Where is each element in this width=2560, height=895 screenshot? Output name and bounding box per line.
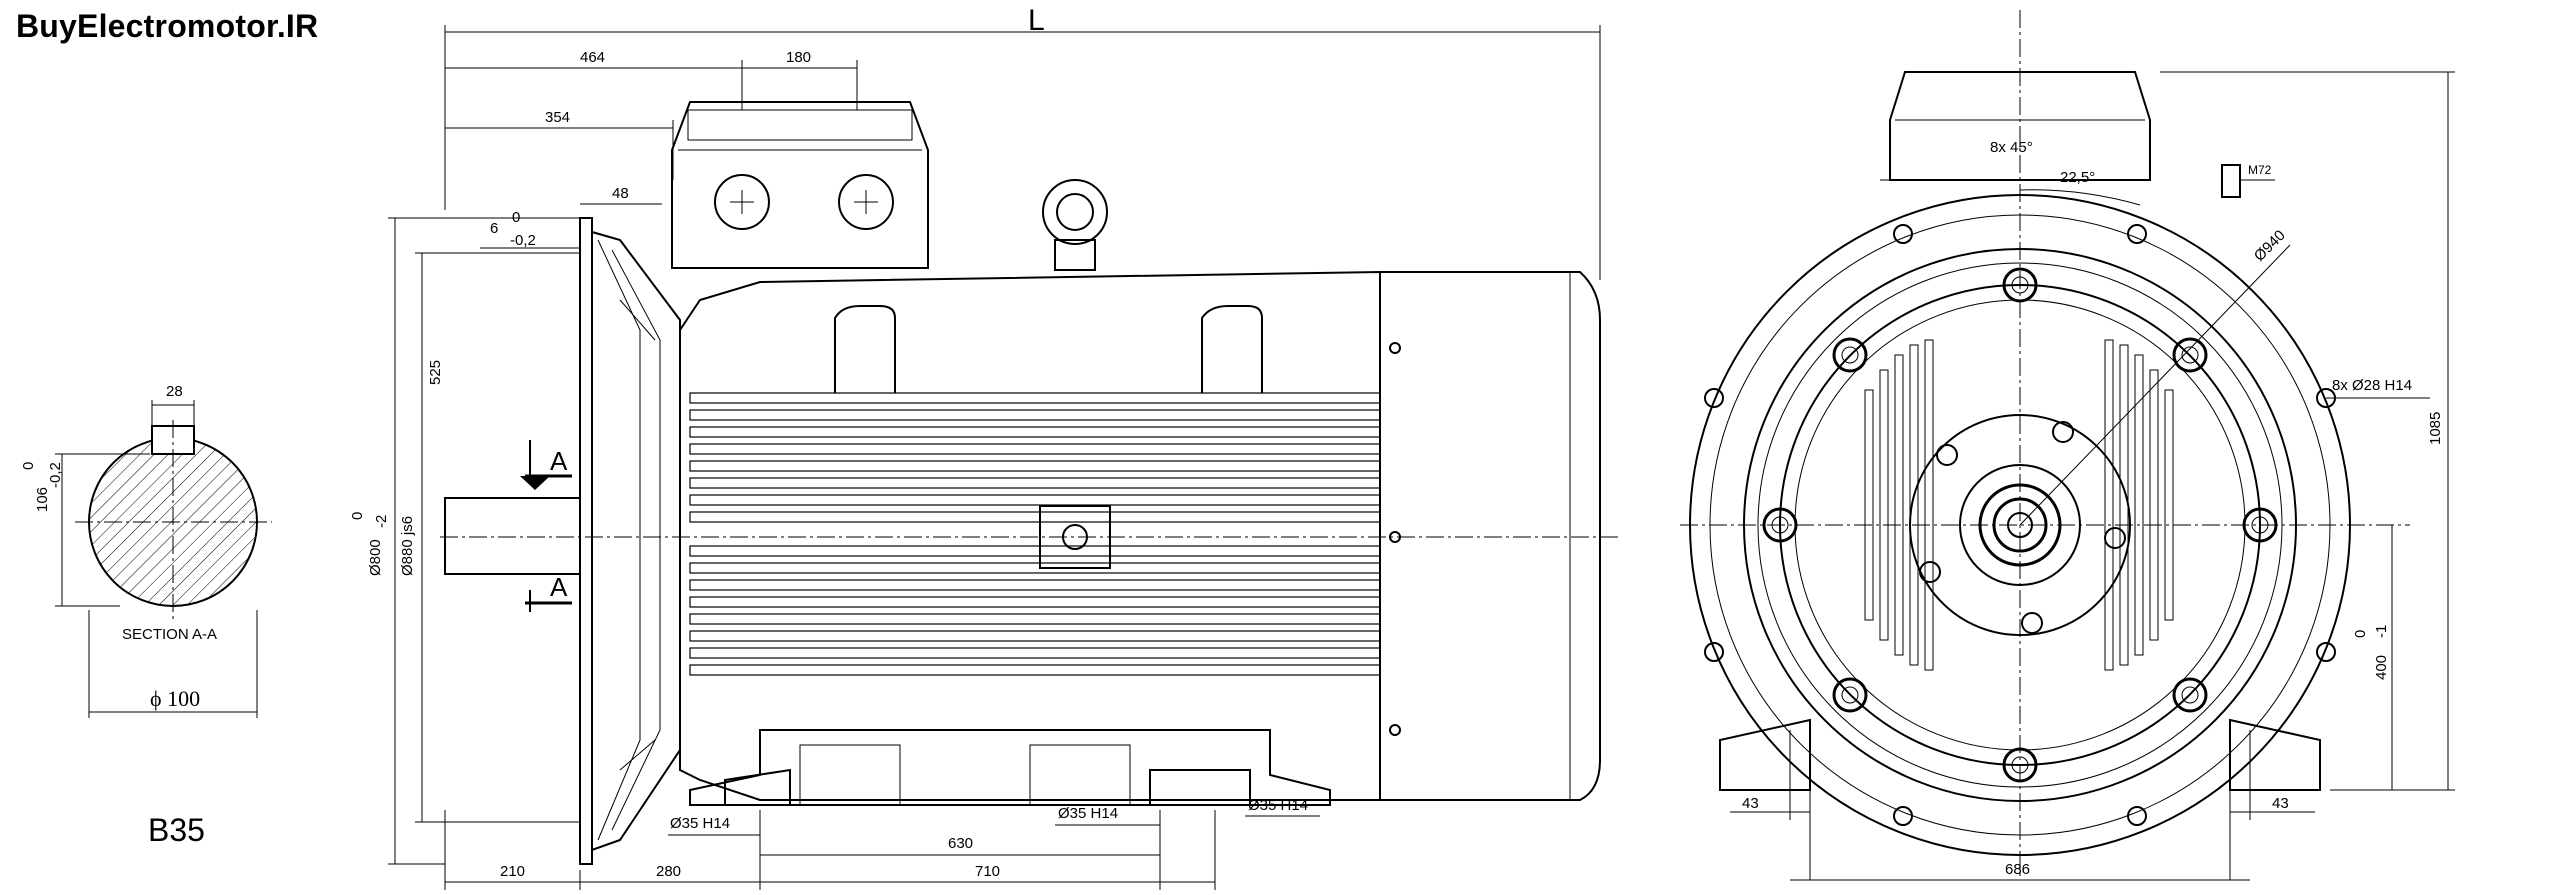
dim-710: 710 (975, 863, 1000, 880)
section-mark-top: A (550, 446, 568, 476)
fan-cover (1379, 271, 1601, 801)
shaft (444, 497, 581, 575)
shaft-height-tol-m1: -1 (2373, 625, 2390, 638)
foot-left-dim: 43 (1742, 795, 1759, 812)
radial-ribs (1864, 339, 2174, 671)
terminal-box (671, 101, 929, 269)
dim-6-tol-neg: -0,2 (510, 232, 536, 249)
flange-bolt-holes (1704, 224, 2336, 826)
foot-left (1719, 718, 1811, 791)
dim-630: 630 (948, 835, 973, 852)
flange-d800: Ø800 (367, 539, 384, 576)
dim-48: 48 (612, 185, 629, 202)
flange-tol-0: 0 (349, 512, 366, 520)
bearing-hub (1909, 414, 2131, 636)
flange-tol-minus2: -2 (373, 515, 390, 528)
cable-gland-left (714, 174, 770, 230)
dim-354: 354 (545, 109, 570, 126)
motor-body (679, 270, 1381, 801)
cable-gland-right (838, 174, 894, 230)
bolt-pattern-label: 8x 45° (1990, 139, 2033, 156)
brand-logo-text: BuyElectromotor.IR (16, 8, 319, 44)
section-diameter-dim: ϕ 100 (150, 686, 200, 711)
shaft-height-dim: 400 (2373, 655, 2390, 680)
dim-6: 6 (490, 220, 498, 237)
mounting-type-label: B35 (148, 812, 205, 848)
angle-label: 22,5° (2060, 169, 2095, 186)
cooling-fins (689, 392, 1381, 676)
pcd-label: Ø940 (2251, 227, 2289, 265)
hole-label-2: Ø35 H14 (1058, 805, 1118, 822)
key-width-dim: 28 (166, 383, 183, 400)
side-view: L 464 180 354 48 6 0 -0,2 525 0 (349, 4, 1620, 890)
foot-right (2229, 718, 2321, 791)
section-a-a: 28 106 0 -0,2 SECTION A-A ϕ 100 (20, 383, 272, 718)
dim-464: 464 (580, 49, 605, 66)
motor-feet (689, 729, 1331, 806)
flange-outer (1689, 194, 2351, 856)
length-label: L (1028, 4, 1045, 37)
front-view: 8x 45° 22,5° M72 Ø940 8x Ø28 H14 1085 40… (1680, 10, 2455, 881)
flange-d880: Ø880 js6 (399, 516, 416, 576)
thread-label: M72 (2248, 163, 2272, 177)
section-mark-bottom: A (550, 572, 568, 602)
flange-plate (579, 217, 593, 865)
shaft-height-tol-0: 0 (2352, 630, 2369, 638)
dim-210: 210 (500, 863, 525, 880)
section-tol-top: 0 (20, 462, 37, 470)
section-height-dim: 106 (34, 487, 51, 512)
height-total-dim: 1085 (2427, 412, 2444, 445)
dim-180: 180 (786, 49, 811, 66)
foot-right-dim: 43 (2272, 795, 2289, 812)
housing-bolts (1762, 267, 2278, 783)
base-width-dim: 686 (2005, 861, 2030, 878)
section-title: SECTION A-A (122, 626, 217, 643)
lifting-eye (1042, 179, 1108, 245)
section-tol-bottom: -0,2 (47, 462, 64, 488)
holes-label: 8x Ø28 H14 (2332, 377, 2412, 394)
center-boss (1039, 505, 1111, 569)
hole-label-3: Ø35 H14 (1248, 797, 1308, 814)
hole-label-1: Ø35 H14 (670, 815, 730, 832)
dim-280: 280 (656, 863, 681, 880)
dim-525: 525 (427, 360, 444, 385)
